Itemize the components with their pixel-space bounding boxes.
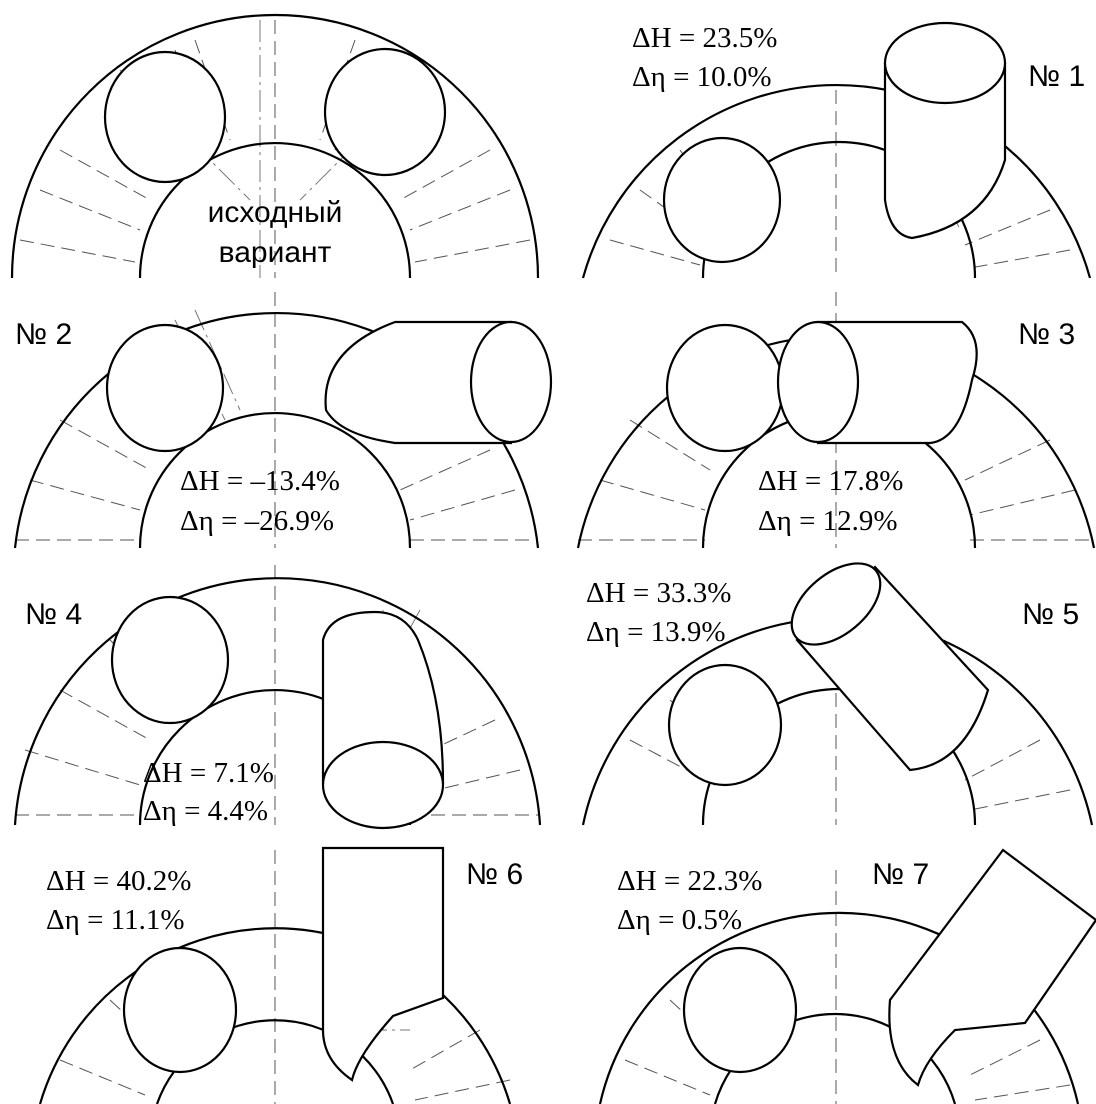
panel-v2-deta: Δη = –26.9% [180,505,334,537]
panel-v7-deta: Δη = 0.5% [617,904,742,936]
left-channel-circle [103,50,227,184]
panel-v4-dH: ΔH = 7.1% [143,757,274,789]
panel-base-caption-line1: исходный [208,196,343,229]
panel-v6-deta: Δη = 11.1% [46,904,185,936]
panel-v5-dH: ΔH = 33.3% [586,577,731,609]
panel-base: исходный вариант [10,13,540,279]
left-channel-circle [105,323,225,453]
left-channel-circle [682,946,798,1074]
rectangular-duct [888,848,1096,1087]
panel-v3-title: № 3 [1018,318,1075,351]
outer-ring-arc [38,927,512,1104]
panel-v7: ΔH = 22.3% Δη = 0.5% № 7 [598,848,1096,1104]
panel-v5-title: № 5 [1022,598,1079,631]
panel-v2-title: № 2 [15,318,72,351]
cylinder-top-ellipse [790,562,882,646]
rectangular-duct [321,846,445,1082]
panel-v4-hatching [15,565,540,825]
panel-v5: ΔH = 33.3% Δη = 13.9% № 5 [581,562,1094,826]
panel-v4-title: № 4 [25,598,82,631]
cylinder-body [883,61,1007,240]
panel-v2: ΔH = –13.4% Δη = –26.9% № 2 [13,292,553,549]
panel-v3: ΔH = 17.8% Δη = 12.9% № 3 [576,292,1096,549]
left-channel-circle [662,136,782,264]
panel-v7-title: № 7 [872,858,929,891]
cylinder-body [324,320,513,445]
left-channel-circle [122,946,238,1074]
panel-v1-deta: Δη = 10.0% [632,61,772,93]
cylinder-bottom-ellipse [321,740,445,830]
outer-ring-arc [581,84,1092,279]
cylinder-end-ellipse [776,320,860,444]
cylinder-top-ellipse [883,21,1007,105]
panel-v6-title: № 6 [466,858,523,891]
panel-base-caption-line2: вариант [219,236,332,269]
inner-ring-arc [138,141,412,279]
panel-v6-dH: ΔH = 40.2% [46,865,191,897]
outer-ring-arc [10,13,540,279]
inner-ring-arc [138,411,412,549]
cylinder-body [321,610,445,785]
panel-v1-dH: ΔH = 23.5% [632,22,777,54]
cylinder-body [816,320,978,445]
outer-ring-arc [598,911,1080,1104]
right-channel-circle [323,47,447,177]
left-channel-circle [667,663,783,787]
panel-v5-deta: Δη = 13.9% [586,616,726,648]
cylinder-end-ellipse [469,320,553,444]
panel-v7-dH: ΔH = 22.3% [617,865,762,897]
left-channel-circle [110,595,230,725]
left-channel-circle [665,323,785,453]
panel-v1: ΔH = 23.5% Δη = 10.0% № 1 [581,21,1092,279]
panel-v3-dH: ΔH = 17.8% [758,465,903,497]
panel-v3-deta: Δη = 12.9% [758,505,898,537]
panel-v4-deta: Δη = 4.4% [143,795,268,827]
panel-v6: ΔH = 40.2% Δη = 11.1% № 6 [38,846,523,1104]
outer-ring-arc [13,577,542,826]
panel-v2-dH: ΔH = –13.4% [180,465,340,497]
panel-v4: ΔH = 7.1% Δη = 4.4% № 4 [13,565,542,830]
panel-v1-title: № 1 [1028,60,1085,93]
